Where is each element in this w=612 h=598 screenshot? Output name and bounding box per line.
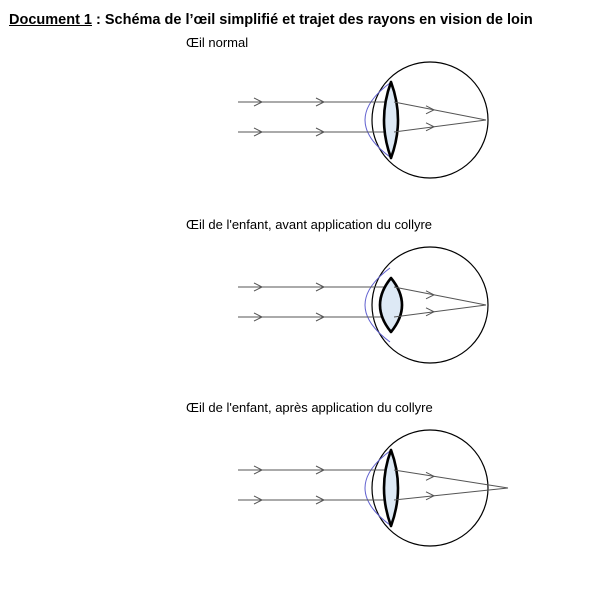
refracted-ray-1 [393,469,509,489]
ray-arrowhead-outer-1 [253,282,264,292]
refracted-arrowhead-1 [425,471,436,481]
refracted-ray-2 [393,487,509,501]
ray-arrowhead-outer-2 [253,312,264,322]
refracted-ray-2 [393,304,487,318]
caption-child-eye-before: Œil de l'enfant, avant application du co… [186,217,433,232]
refracted-ray-1 [393,286,487,306]
refracted-arrowhead-1 [425,105,436,115]
refracted-ray-2 [393,119,487,133]
cornea-outline [364,450,391,526]
document-title: Document 1 : Schéma de l’œil simplifié e… [9,12,533,28]
ray-arrowhead-inner-2 [315,495,326,505]
ray-arrowhead-inner-1 [315,465,326,475]
refracted-arrowhead-2 [425,122,436,132]
eye-diagram-normal [238,61,489,179]
ray-arrowhead-inner-2 [315,127,326,137]
refracted-arrowhead-2 [425,491,436,501]
crystalline-lens [378,276,404,334]
eye-diagram-child-after [238,429,509,547]
eyeball-outline [371,61,489,179]
refracted-ray-1 [393,101,487,121]
ray-arrowhead-outer-1 [253,465,264,475]
cornea-outline [364,82,391,158]
caption-normal-eye: Œil normal [186,35,249,50]
ray-arrowhead-outer-2 [253,127,264,137]
refracted-arrowhead-1 [425,290,436,300]
ray-arrowhead-inner-2 [315,312,326,322]
eyeball-outline [371,429,489,547]
eye-diagram-child-before [238,246,489,364]
caption-child-eye-after: Œil de l'enfant, après application du co… [186,400,433,415]
cornea-outline [364,267,391,343]
refracted-arrowhead-2 [425,307,436,317]
crystalline-lens [382,448,400,528]
ray-arrowhead-inner-1 [315,282,326,292]
document-ref: Document 1 [9,12,92,28]
document-title-text: : Schéma de l’œil simplifié et trajet de… [92,12,533,28]
crystalline-lens [382,80,400,160]
ray-arrowhead-outer-1 [253,97,264,107]
eyeball-outline [371,246,489,364]
ray-arrowhead-outer-2 [253,495,264,505]
ray-arrowhead-inner-1 [315,97,326,107]
